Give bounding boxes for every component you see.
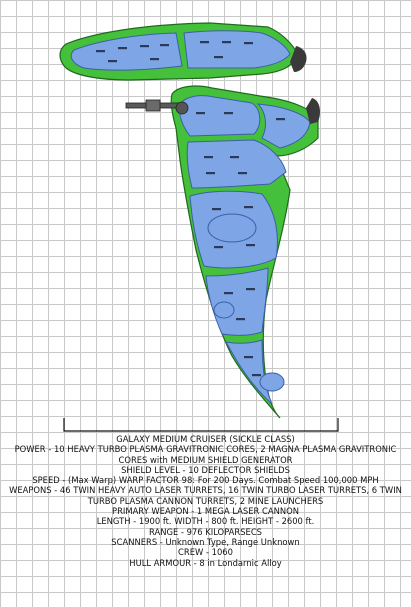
ship-hull: [70, 30, 311, 405]
spec-list: GALAXY MEDIUM CRUISER (SICKLE CLASS) POW…: [0, 434, 411, 568]
spec-title: GALAXY MEDIUM CRUISER (SICKLE CLASS): [116, 434, 295, 444]
ship-illustration: [59, 22, 320, 419]
hull-dome: [207, 213, 257, 243]
spec-shield-level: SHIELD LEVEL - 10 DEFLECTOR SHIELDS: [121, 464, 290, 475]
spec-crew: CREW - 1060: [178, 547, 233, 558]
spec-power: POWER - 10 HEAVY TURBO PLASMA GRAVITRONI…: [14, 444, 397, 465]
scale-bracket: [63, 418, 339, 432]
turret-marks: [96, 41, 285, 377]
mega-laser-cannon: [125, 99, 189, 115]
spec-range: RANGE - 976 KILOPARSECS: [148, 526, 262, 537]
spec-primary-weapon: PRIMARY WEAPON - 1 MEGA LASER CANNON: [112, 506, 299, 517]
spec-hull-armour: HULL ARMOUR - 8 in Londarnic Alloy: [129, 557, 282, 568]
engine-pods: [290, 46, 320, 124]
spec-weapons: WEAPONS - 46 TWIN HEAVY AUTO LASER TURRE…: [9, 485, 402, 506]
spec-scanners: SCANNERS - Unknown Type, Range Unknown: [111, 536, 300, 547]
spec-dimensions: LENGTH - 1900 ft. WIDTH - 800 ft. HEIGHT…: [96, 516, 315, 527]
spec-speed: SPEED - (Max Warp) WARP FACTOR 98: For 2…: [32, 475, 379, 486]
